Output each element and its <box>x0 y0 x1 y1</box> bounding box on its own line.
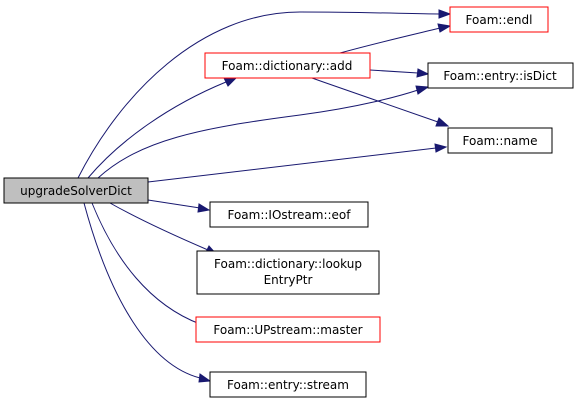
edge-root-stream <box>83 202 201 379</box>
node-foam-endl-box <box>449 6 549 33</box>
node-upgradeSolverDict-label: upgradeSolverDict <box>20 184 132 198</box>
edge-root-isDict <box>97 89 419 179</box>
node-upgradeSolverDict-box <box>3 177 149 204</box>
node-foam-name-label: Foam::name <box>463 134 538 148</box>
edge-root-name-arrowhead <box>434 143 448 153</box>
edge-add-endl-arrowhead <box>437 23 452 33</box>
edge-add-isDict <box>369 69 419 74</box>
node-foam-entry-isDict-box <box>427 62 574 89</box>
edge-root-master <box>91 202 201 325</box>
node-foam-entry-isDict-label: Foam::entry::isDict <box>443 69 557 83</box>
node-foam-dictionary-lookupEntryPtr-box <box>196 250 380 295</box>
node-foam-entry-stream-box <box>209 371 367 398</box>
node-foam-entry-stream-label: Foam::entry::stream <box>227 378 349 392</box>
node-foam-dictionary-lookupEntryPtr-label-line1: Foam::dictionary::lookup <box>214 257 362 271</box>
node-foam-upstream-master[interactable]: Foam::UPstream::master <box>195 316 381 343</box>
node-foam-entry-stream[interactable]: Foam::entry::stream <box>209 371 367 398</box>
edge-add-isDict-arrowhead <box>416 68 430 78</box>
edge-add-name <box>311 77 439 123</box>
edge-root-add-arrowhead <box>223 77 238 87</box>
edge-root-stream-arrowhead <box>198 373 212 383</box>
edge-root-eof <box>147 199 201 209</box>
node-foam-dictionary-add[interactable]: Foam::dictionary::add <box>204 52 371 79</box>
node-foam-name[interactable]: Foam::name <box>447 127 553 154</box>
edge-root-name <box>147 147 437 183</box>
node-foam-endl[interactable]: Foam::endl <box>449 6 549 33</box>
node-foam-dictionary-lookupEntryPtr-label-line2: EntryPtr <box>264 273 313 287</box>
edge-root-isDict-arrowhead <box>415 85 430 95</box>
edge-root-add <box>87 81 227 179</box>
node-foam-dictionary-lookupEntryPtr[interactable]: Foam::dictionary::lookup EntryPtr <box>196 250 380 295</box>
node-foam-dictionary-add-label: Foam::dictionary::add <box>222 59 353 73</box>
edge-root-eof-arrowhead <box>197 203 211 213</box>
nodes: upgradeSolverDict Foam::endl Foam::dicti… <box>3 6 574 398</box>
edge-root-endl <box>77 11 441 179</box>
node-foam-upstream-master-label: Foam::UPstream::master <box>213 323 362 337</box>
edge-add-endl <box>339 27 441 54</box>
node-foam-name-box <box>447 127 553 154</box>
edge-root-endl-arrowhead <box>438 9 452 19</box>
node-upgradeSolverDict[interactable]: upgradeSolverDict <box>3 177 149 204</box>
node-foam-upstream-master-box <box>195 316 381 343</box>
node-foam-entry-isDict[interactable]: Foam::entry::isDict <box>427 62 574 89</box>
edge-root-lookup <box>109 202 209 251</box>
node-foam-endl-label: Foam::endl <box>466 13 533 27</box>
node-foam-dictionary-add-box <box>204 52 371 79</box>
node-foam-iostream-eof-box <box>209 201 369 228</box>
node-foam-iostream-eof[interactable]: Foam::IOstream::eof <box>209 201 369 228</box>
edges <box>77 9 452 383</box>
node-foam-iostream-eof-label: Foam::IOstream::eof <box>227 208 351 222</box>
edge-add-name-arrowhead <box>435 117 450 127</box>
